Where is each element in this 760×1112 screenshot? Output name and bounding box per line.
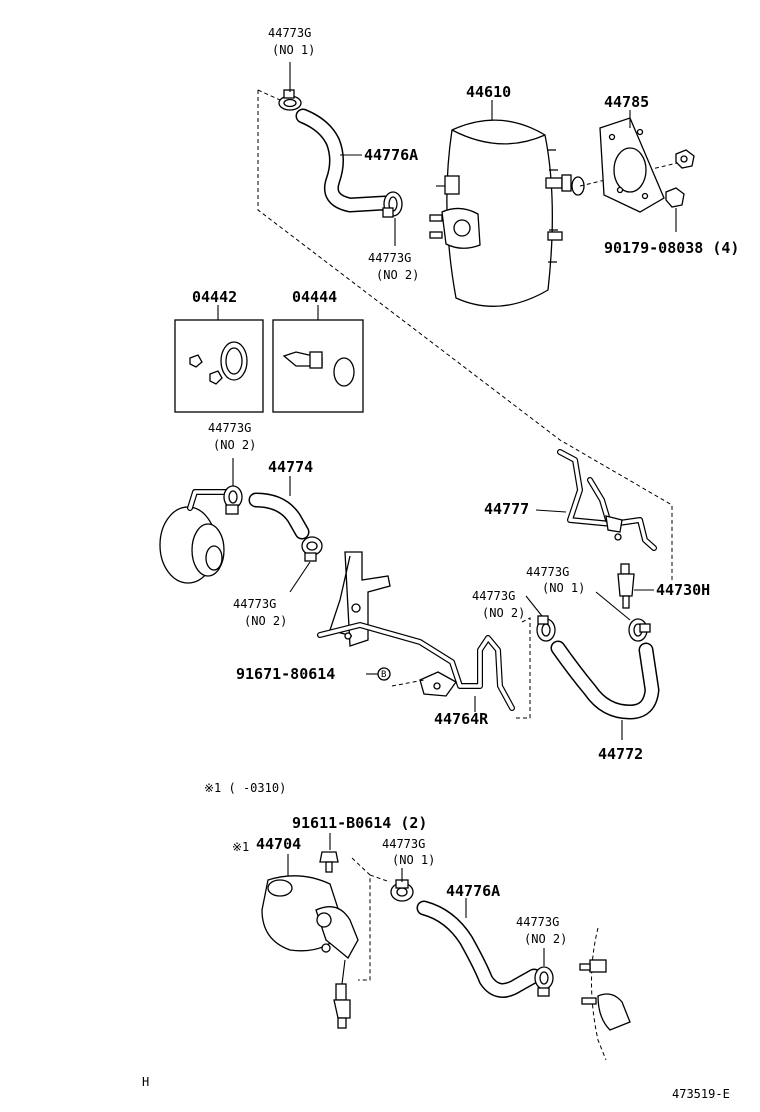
hose-44776a-bottom[interactable]: [416, 900, 542, 998]
hose-44772[interactable]: [550, 640, 660, 720]
vacuum-tank-left[interactable]: [159, 489, 231, 584]
diagram-code: 473519-E: [672, 1087, 730, 1101]
label-booster: 44610: [466, 83, 511, 101]
label-hose-bot: 44776A: [446, 882, 500, 900]
label-pump: 44704: [256, 835, 301, 853]
label-nut: 90179-08038 (4): [604, 239, 739, 257]
label-pipe-r: 44764R: [434, 710, 489, 728]
clamp-no1-bottom[interactable]: [390, 879, 414, 902]
label-clamp-mid2: 44773G: [233, 597, 276, 611]
label-clamp-mid-no: (NO 2): [213, 438, 256, 452]
leader-line: [289, 561, 311, 593]
label-clamp-bot2: 44773G: [516, 915, 559, 929]
kit-04442-box[interactable]: [174, 319, 264, 413]
label-clamp-right2-no: (NO 2): [482, 606, 525, 620]
pipe-bracket-44777[interactable]: [557, 449, 657, 551]
dashed-guide: [351, 857, 371, 981]
kit-04444-box[interactable]: [272, 319, 364, 413]
label-clamp-mid: 44773G: [208, 421, 251, 435]
hose-44774[interactable]: [248, 492, 310, 540]
label-clamp-right: 44773G: [526, 565, 569, 579]
label-clamp-right-no: (NO 1): [542, 581, 585, 595]
label-clamp-top-no: (NO 1): [272, 43, 315, 57]
dashed-guide: [369, 874, 391, 883]
label-clamp-top: 44773G: [268, 26, 311, 40]
leader-line: [595, 591, 631, 621]
label-clamp-mid2-no: (NO 2): [244, 614, 287, 628]
label-hose-right: 44772: [598, 745, 643, 763]
label-kit-left: 04442: [192, 288, 237, 306]
nut-lower[interactable]: [665, 187, 685, 208]
brake-booster-44610[interactable]: [429, 119, 585, 307]
clamp-no2-top[interactable]: [382, 191, 403, 218]
label-clamp-bot-no: (NO 1): [392, 853, 435, 867]
check-valve-44730h[interactable]: [617, 563, 635, 609]
leader-line: [535, 509, 567, 513]
clamp-no2-right2[interactable]: [536, 615, 556, 642]
pump-note: ※1: [232, 840, 249, 854]
label-clamp-bot: 44773G: [382, 837, 425, 851]
clamp-no2-mid2[interactable]: [301, 536, 323, 562]
label-kit-right: 04444: [292, 288, 337, 306]
label-bolt-b: 91671-80614: [236, 665, 335, 683]
top-assembly-boundary: [257, 90, 673, 582]
note-range: ※1 ( -0310): [204, 781, 286, 795]
clamp-no1-top[interactable]: [278, 89, 302, 111]
gasket-44785[interactable]: [599, 117, 665, 213]
clamp-no2-mid[interactable]: [223, 485, 243, 515]
corner-mark: H: [142, 1075, 149, 1089]
label-clamp-right2: 44773G: [472, 589, 515, 603]
label-bolt-bottom: 91611-B0614 (2): [292, 814, 427, 832]
clamp-no1-right[interactable]: [628, 618, 651, 642]
leader-line: [525, 595, 543, 617]
hose-44776a-top[interactable]: [295, 108, 393, 213]
engine-side-fitting: [579, 927, 631, 1061]
dashed-guide: [515, 617, 531, 719]
label-hose-top: 44776A: [364, 146, 418, 164]
dashed-guide: [391, 679, 425, 687]
vacuum-pump-44704[interactable]: [261, 875, 359, 1029]
nut-upper[interactable]: [675, 149, 695, 169]
label-clamp-top2-no: (NO 2): [376, 268, 419, 282]
label-valve: 44730H: [656, 581, 710, 599]
label-hose-mid: 44774: [268, 458, 313, 476]
bolt-bottom[interactable]: [319, 851, 339, 873]
label-clamp-top2: 44773G: [368, 251, 411, 265]
clamp-no2-bottom[interactable]: [534, 966, 554, 997]
bolt-b-marker: B: [377, 667, 391, 681]
label-pipe-right: 44777: [484, 500, 529, 518]
svg-text:B: B: [381, 670, 386, 680]
dashed-guide: [257, 89, 281, 101]
bracket-with-pipe-44764r[interactable]: [317, 551, 515, 711]
label-clamp-bot2-no: (NO 2): [524, 932, 567, 946]
label-gasket: 44785: [604, 93, 649, 111]
